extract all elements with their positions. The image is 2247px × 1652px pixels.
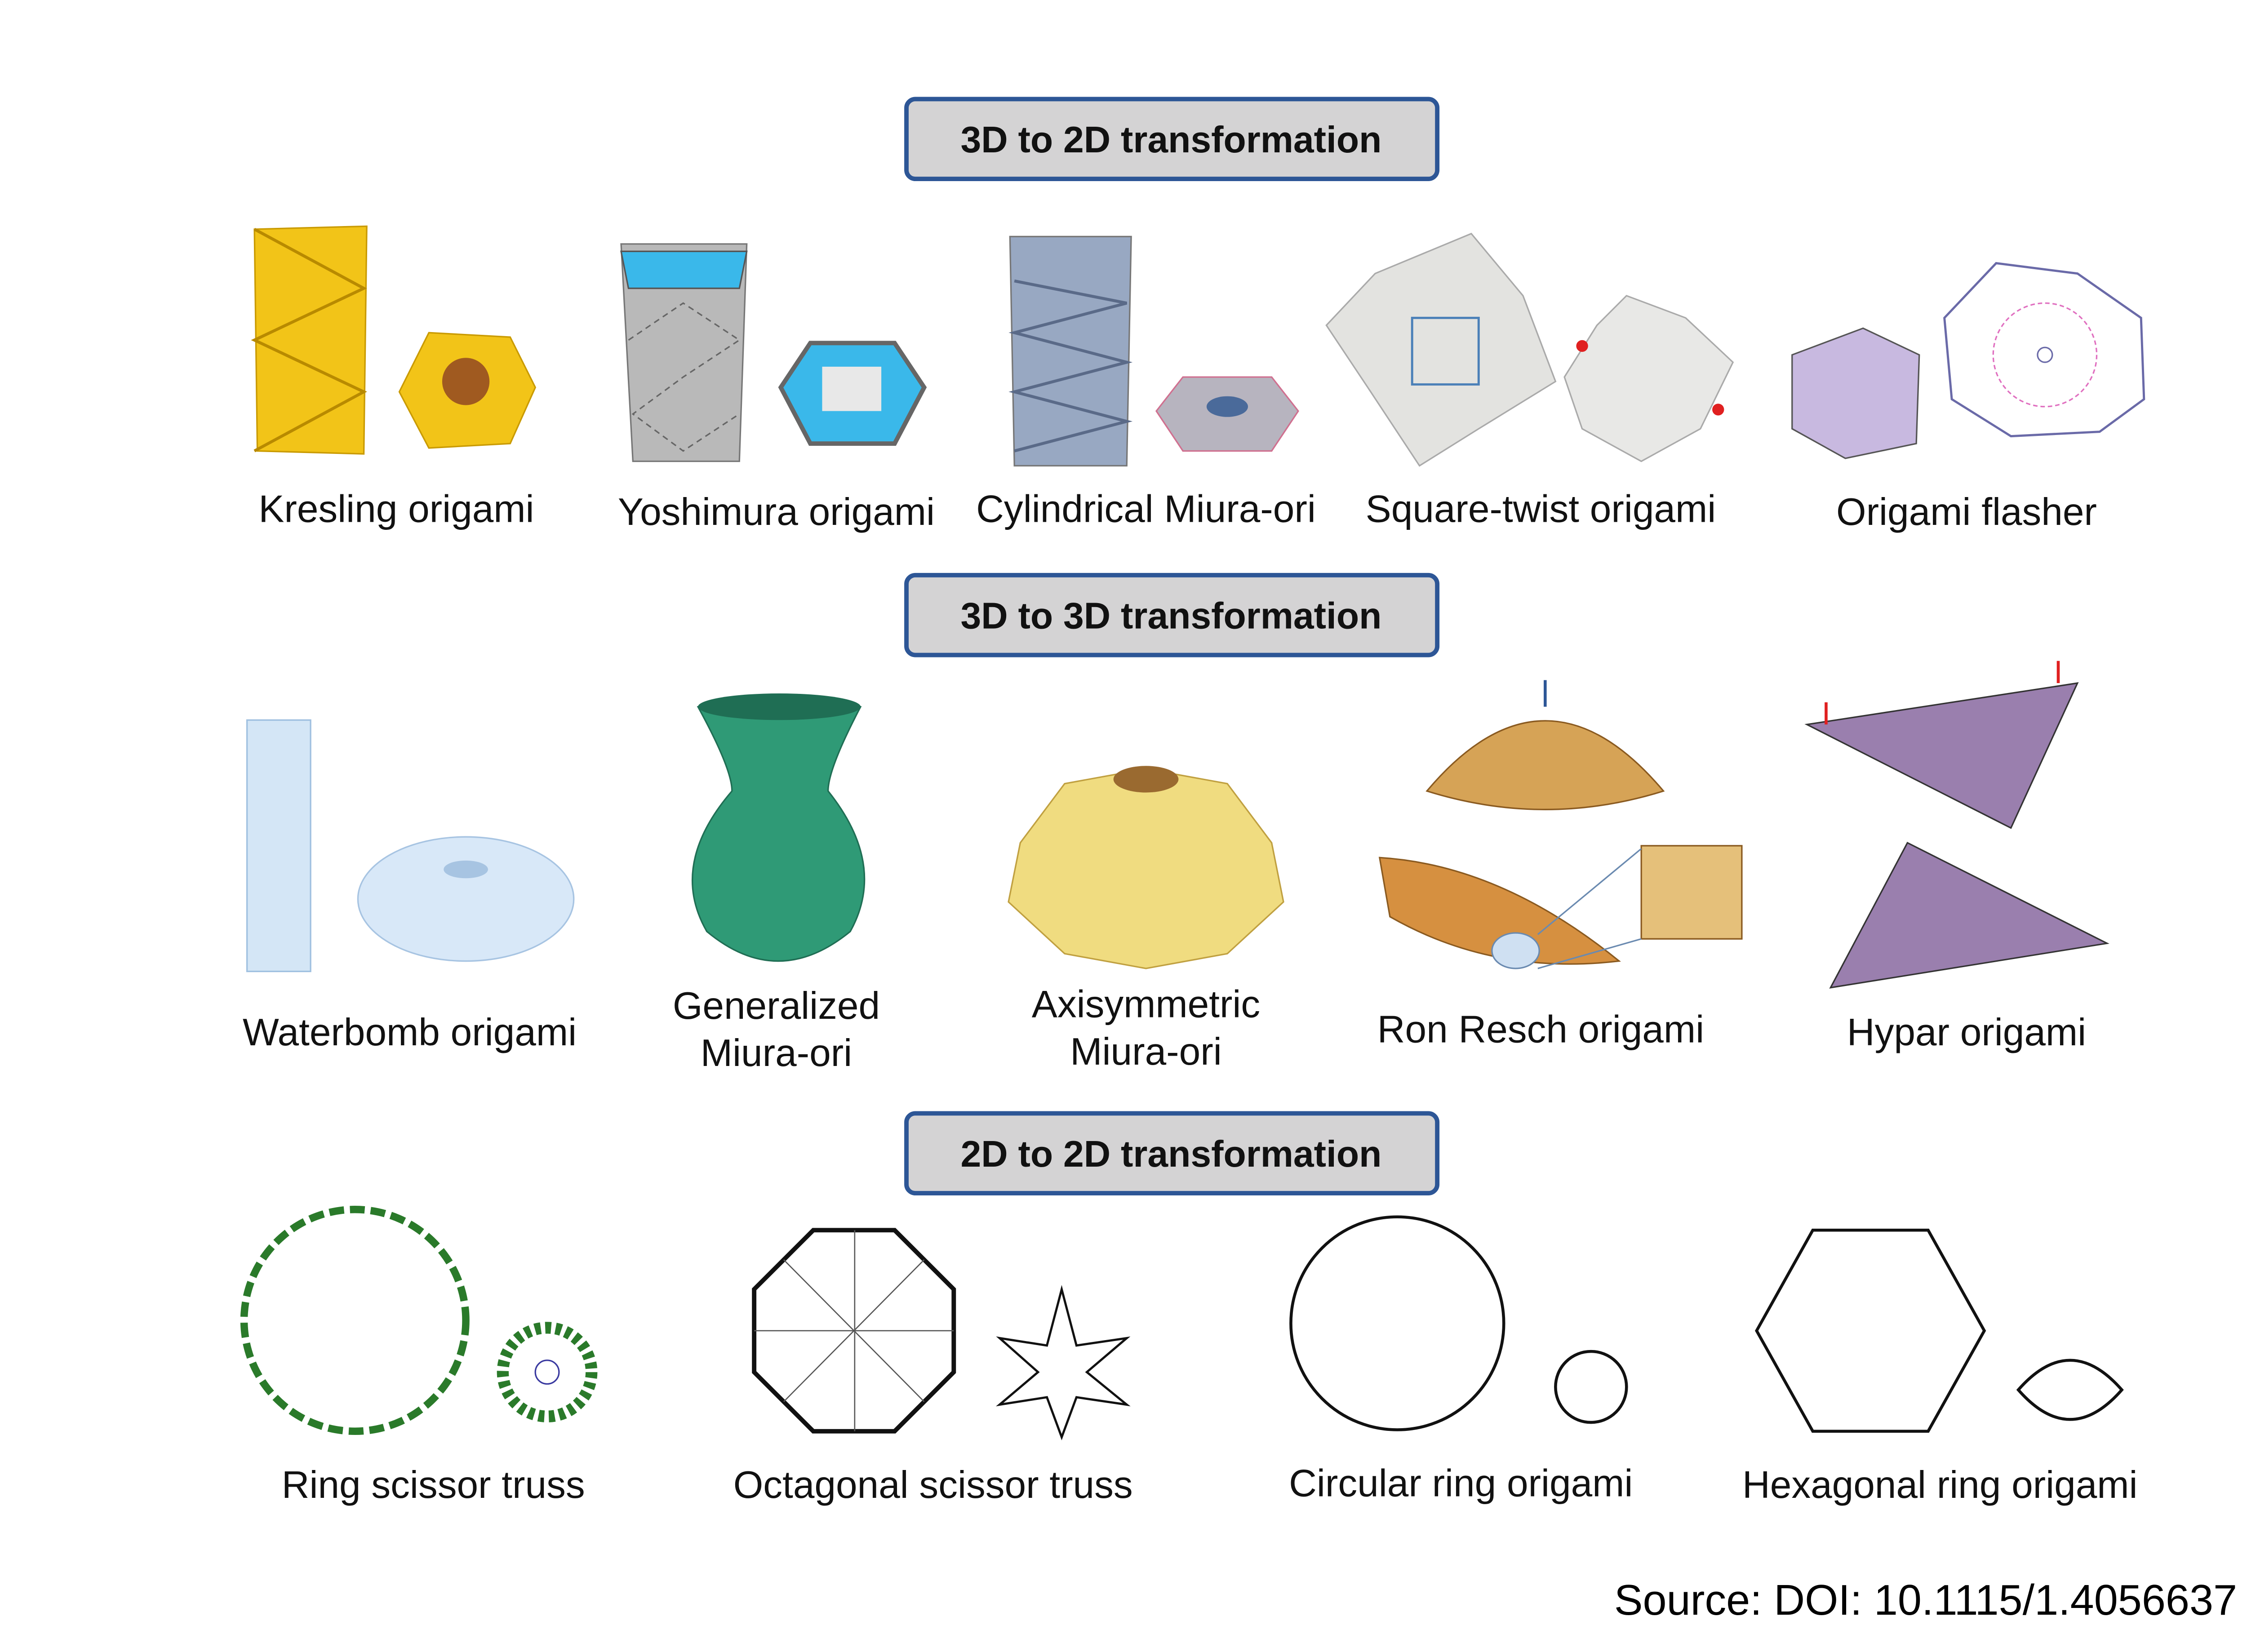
source-citation: Source: DOI: 10.1115/1.4056637 <box>1614 1577 2237 1624</box>
square-twist-illustration <box>1325 232 1734 467</box>
generalized-miura-illustration <box>692 693 866 962</box>
section-title: 2D to 2D transformation <box>961 1134 1382 1175</box>
section-header-3d-2d: 3D to 2D transformation <box>904 97 1440 182</box>
cylindrical-miura-illustration <box>1008 235 1299 467</box>
octagonal-scissor-truss-illustration <box>752 1228 1131 1441</box>
label-hexagonal-ring: Hexagonal ring origami <box>1742 1464 2138 1506</box>
label-waterbomb: Waterbomb origami <box>243 1011 577 1054</box>
label-axisymmetric-miura-line1: Axisymmetric <box>1032 983 1260 1026</box>
label-flasher: Origami flasher <box>1836 491 2097 533</box>
ron-resch-illustration <box>1378 680 1743 969</box>
waterbomb-illustration <box>246 719 575 973</box>
label-generalized-miura-line1: Generalized <box>673 985 880 1027</box>
label-hypar: Hypar origami <box>1847 1011 2086 1054</box>
label-axisymmetric-miura-line2: Miura-ori <box>1070 1030 1221 1073</box>
section-header-3d-3d: 3D to 3D transformation <box>904 573 1440 657</box>
section-title: 3D to 3D transformation <box>961 595 1382 636</box>
label-kresling: Kresling origami <box>258 488 534 530</box>
hypar-illustration <box>1804 661 2109 989</box>
yoshimura-illustration <box>620 243 927 462</box>
section-title: 3D to 2D transformation <box>961 120 1382 160</box>
label-cylindrical-miura: Cylindrical Miura-ori <box>976 488 1316 530</box>
label-ron-resch: Ron Resch origami <box>1377 1008 1704 1051</box>
ring-scissor-truss-illustration <box>240 1206 598 1435</box>
label-square-twist: Square-twist origami <box>1366 488 1716 530</box>
label-generalized-miura-line2: Miura-ori <box>701 1032 852 1075</box>
hexagonal-ring-illustration <box>1755 1229 2124 1433</box>
circular-ring-illustration <box>1289 1215 1628 1431</box>
axisymmetric-miura-illustration <box>1008 766 1284 969</box>
section-header-2d-2d: 2D to 2D transformation <box>904 1111 1440 1196</box>
label-circular-ring: Circular ring origami <box>1289 1462 1633 1505</box>
label-yoshimura: Yoshimura origami <box>618 491 935 533</box>
origami-flasher-illustration <box>1791 262 2145 459</box>
label-ring-scissor: Ring scissor truss <box>282 1464 585 1506</box>
label-octagonal-scissor: Octagonal scissor truss <box>733 1464 1133 1506</box>
kresling-illustration <box>251 225 537 455</box>
